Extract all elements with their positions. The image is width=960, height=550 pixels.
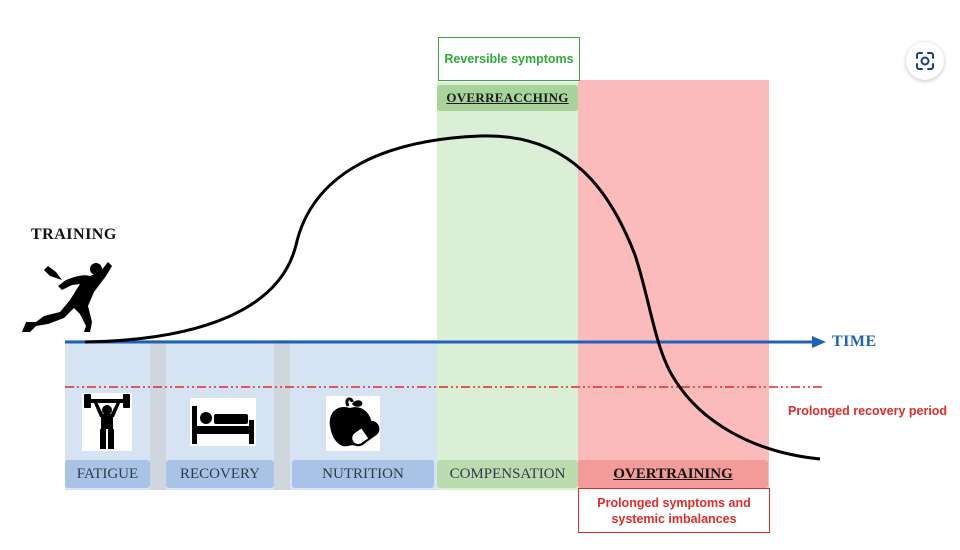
fatigue-tag: FATIGUE [65,460,150,488]
overtraining-zone [578,80,769,490]
time-label: TIME [832,333,877,350]
reversible-symptoms-note: Reversible symptoms [438,37,580,81]
apple-pill-icon [326,396,380,451]
performance-curve [84,134,821,461]
compensation-tag: COMPENSATION [437,460,578,488]
lens-scan-button[interactable] [906,42,944,80]
training-label: TRAINING [31,226,117,243]
time-arrow-head [812,336,826,348]
zone-separator [150,340,166,490]
lens-scan-icon [916,52,934,70]
prolonged-recovery-label: Prolonged recovery period [788,404,948,418]
overtraining-tag: OVERTRAINING [578,460,768,488]
prolonged-symptoms-note: Prolonged symptoms and systemic imbalanc… [578,488,770,533]
nutrition-tag: NUTRITION [292,460,434,488]
weightlifter-icon [82,393,132,451]
runner-icon [22,262,112,332]
zone-separator [274,340,290,490]
overreaching-header: OVERREACCHING [437,85,578,111]
bed-icon [190,398,256,446]
recovery-tag: RECOVERY [166,460,274,488]
